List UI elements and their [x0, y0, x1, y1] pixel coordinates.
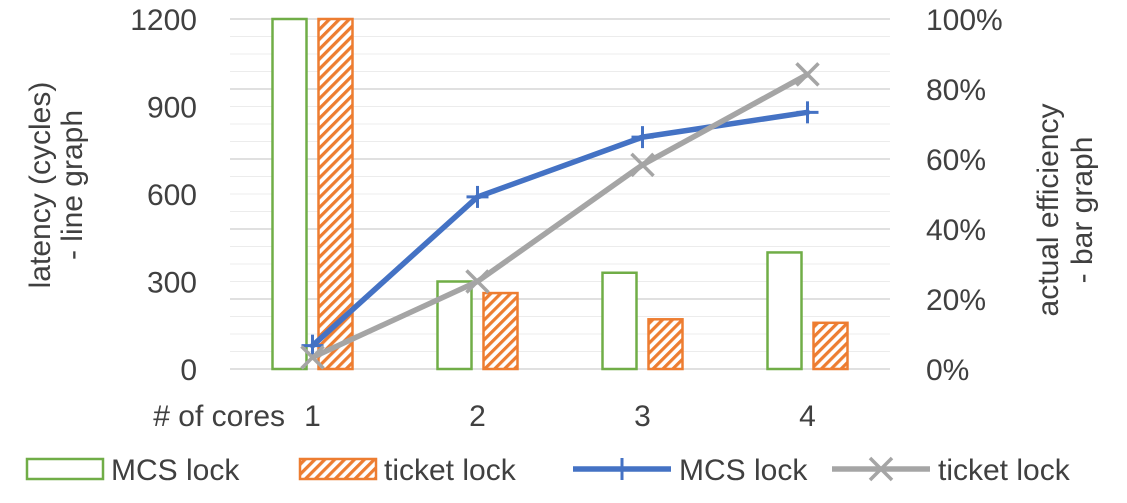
legend-label: MCS lock — [679, 454, 808, 487]
x-tick-label-4: 4 — [799, 400, 816, 433]
x-axis-ticks: 1 2 3 4 — [304, 400, 816, 433]
legend: MCS lock ticket lock MCS lock ticket lock — [25, 454, 1071, 487]
line-ticket-lock — [309, 71, 811, 361]
right-tick-label: 60% — [926, 144, 986, 177]
left-tick-label: 600 — [147, 179, 197, 212]
line-mcs-lock — [309, 109, 811, 349]
left-tick-label: 1200 — [130, 4, 197, 37]
x-tick-label-1: 1 — [304, 400, 321, 433]
legend-label: ticket lock — [384, 454, 517, 487]
right-axis-title: actual efficiency - bar graph — [1032, 104, 1099, 317]
legend-item-line-mcs-lock: MCS lock — [573, 454, 808, 487]
marker-mcs-lock-2 — [466, 185, 489, 208]
bar-mcs-lock-3 — [601, 271, 638, 371]
legend-label: ticket lock — [938, 454, 1071, 487]
bars-layer — [271, 17, 849, 371]
right-tick-label: 80% — [926, 74, 986, 107]
marker-ticket-lock-3 — [630, 152, 655, 178]
left-axis-title: latency (cycles) - line graph — [24, 82, 89, 289]
right-tick-label: 20% — [926, 284, 986, 317]
left-tick-label: 0 — [180, 354, 197, 387]
left-tick-label: 900 — [147, 92, 197, 125]
lines-layer — [300, 62, 820, 370]
right-tick-label: 40% — [926, 214, 986, 247]
right-axis-ticks: 0% 20% 40% 60% 80% 100% — [926, 4, 1003, 387]
left-axis-ticks: 0 300 600 900 1200 — [130, 4, 197, 387]
legend-item-bar-ticket-lock: ticket lock — [298, 454, 517, 487]
left-axis-title-line2: - line graph — [56, 110, 89, 260]
legend-swatch — [25, 457, 105, 481]
legend-label: MCS lock — [111, 454, 240, 487]
legend-item-line-ticket-lock: ticket lock — [832, 454, 1071, 487]
marker-mcs-lock-1 — [301, 334, 324, 357]
marker-ticket-lock-4 — [795, 62, 820, 87]
legend-swatch — [298, 457, 378, 481]
marker-ticket-lock-2 — [465, 269, 490, 294]
bar-ticket-lock-4 — [812, 321, 849, 371]
right-tick-label: 0% — [926, 354, 969, 387]
x-tick-label-2: 2 — [469, 400, 486, 433]
x-tick-label-3: 3 — [634, 400, 651, 433]
left-tick-label: 300 — [147, 267, 197, 300]
marker-mcs-lock-3 — [631, 126, 654, 149]
x-axis-label: # of cores — [153, 400, 285, 433]
right-axis-title-line2: - bar graph — [1066, 137, 1099, 284]
bar-ticket-lock-3 — [647, 318, 684, 371]
marker-ticket-lock-1 — [300, 345, 325, 370]
right-tick-label: 100% — [926, 4, 1003, 37]
bar-mcs-lock-1 — [271, 17, 308, 371]
left-axis-title-line1: latency (cycles) — [24, 82, 57, 289]
bar-ticket-lock-1 — [317, 17, 354, 371]
bar-ticket-lock-2 — [482, 291, 519, 371]
legend-item-bar-mcs-lock: MCS lock — [25, 454, 240, 487]
marker-mcs-lock-4 — [796, 101, 819, 124]
bar-mcs-lock-4 — [766, 251, 803, 371]
right-axis-title-line1: actual efficiency — [1032, 104, 1065, 317]
